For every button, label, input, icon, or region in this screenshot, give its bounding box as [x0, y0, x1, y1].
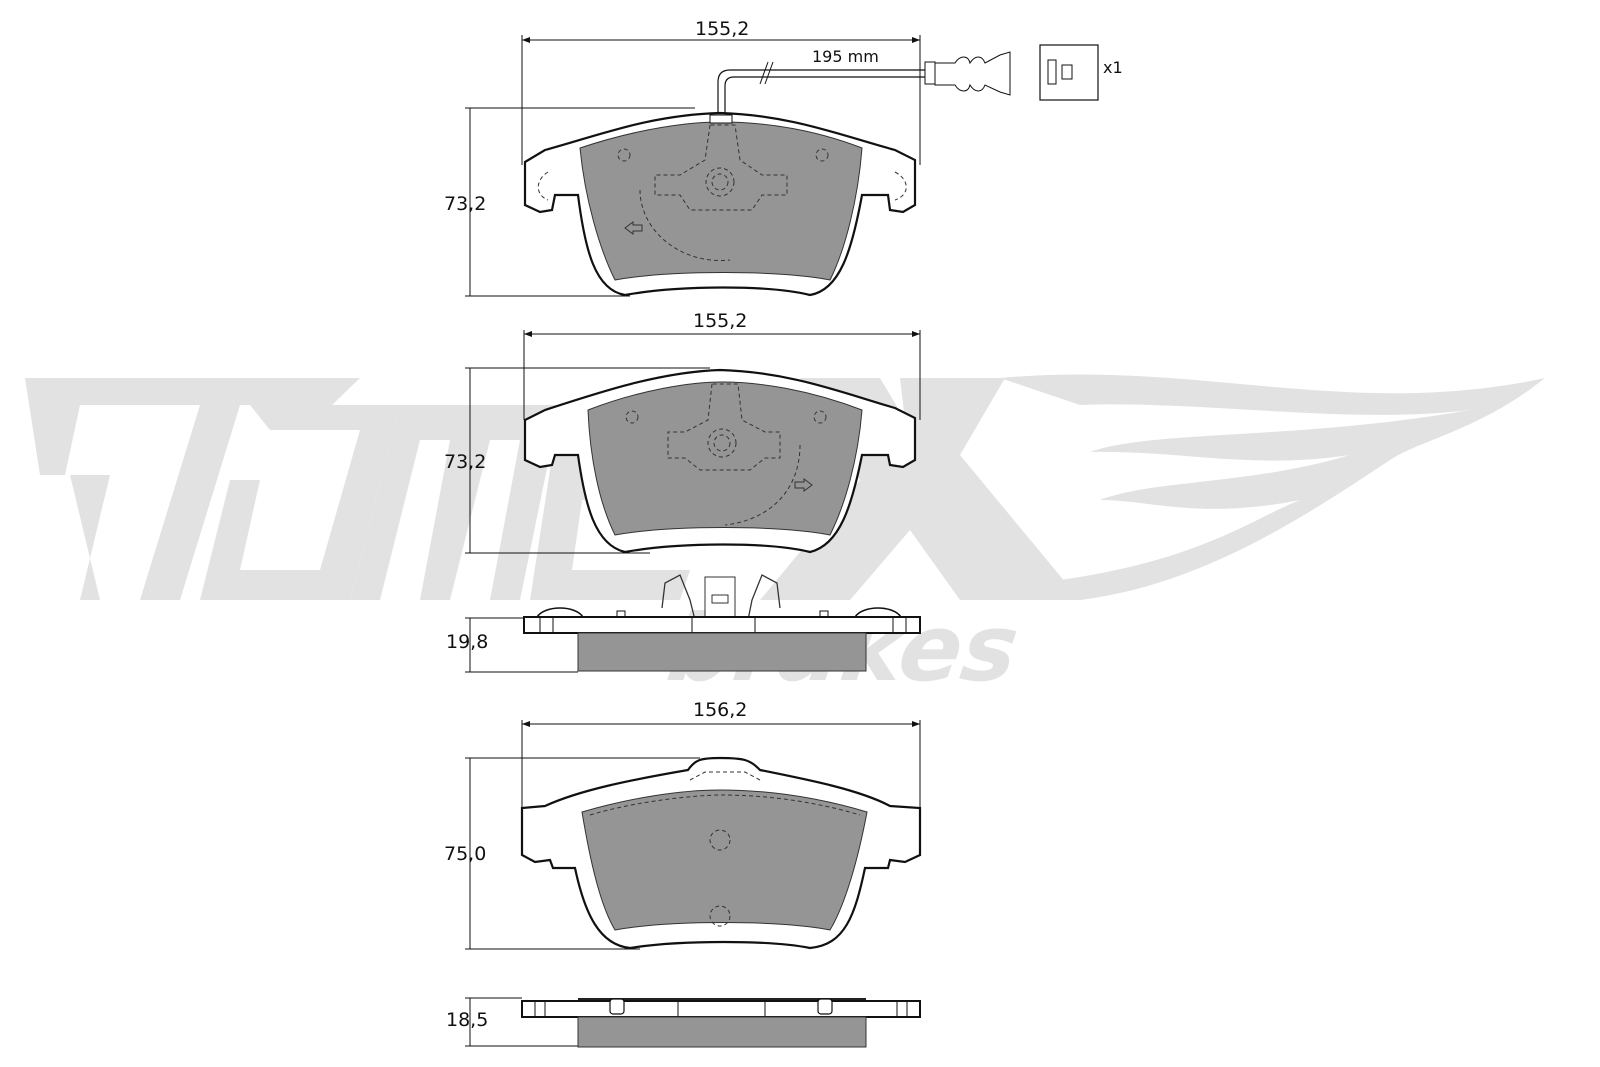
sensor-quantity-label: x1: [1103, 58, 1123, 77]
pad-3-width-label: 156,2: [693, 699, 747, 721]
rotation-direction-arrow-icon: [794, 478, 813, 492]
rotation-direction-arrow-icon: [624, 221, 643, 235]
pad-1-width-label: 155,2: [695, 18, 749, 40]
pad-2-drawing: 155,2 73,2 19,8: [444, 310, 921, 673]
sensor-length-label: 195 mm: [812, 47, 879, 66]
pad-2-width-label: 155,2: [693, 310, 747, 332]
pad-1-height-label: 73,2: [444, 193, 486, 215]
pad-2-height-label: 73,2: [444, 451, 486, 473]
pad-3-drawing: 156,2 75,0 18,5: [444, 699, 922, 1048]
pad-2-thickness-label: 19,8: [446, 631, 488, 653]
pad-3-height-label: 75,0: [444, 843, 486, 865]
wear-sensor: 195 mm x1: [717, 44, 1123, 113]
pad-3-thickness-label: 18,5: [446, 1009, 488, 1031]
pad-1-drawing: 155,2 73,2 195 mm: [444, 18, 1123, 297]
